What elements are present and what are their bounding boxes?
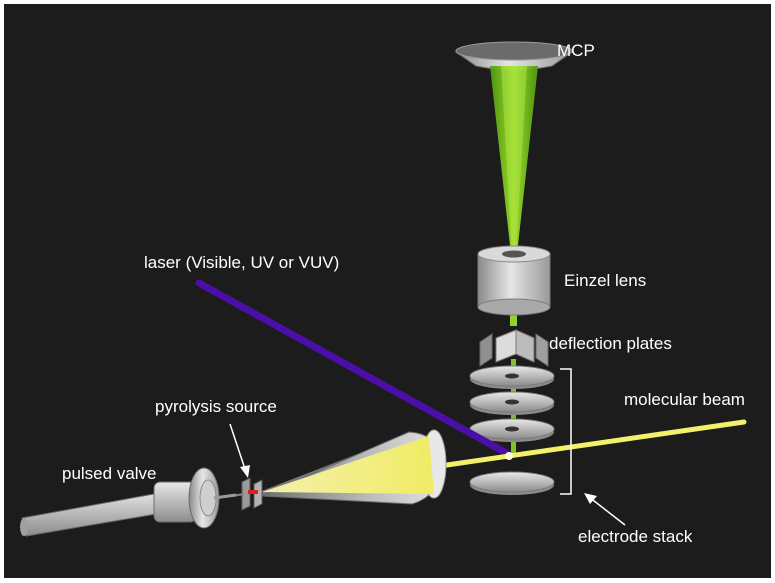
electrode-stack-bracket: [560, 368, 572, 495]
deflection-plates: [479, 329, 549, 367]
electrode-stack-pointer: [584, 493, 626, 526]
label-pyrolysis-source: pyrolysis source: [155, 397, 277, 416]
label-pulsed-valve: pulsed valve: [62, 464, 157, 483]
heater-element: [248, 490, 258, 494]
label-deflection-plates: deflection plates: [549, 334, 672, 353]
pyrolysis-source: [231, 477, 263, 511]
pulsed-valve: [20, 467, 237, 537]
electrode-plate-2: [469, 391, 555, 415]
molecular-beam: [437, 419, 747, 469]
electrode-plate-3: [469, 418, 555, 442]
electrode-plate-4: [469, 471, 555, 495]
electrode-stack: [469, 365, 555, 495]
experiment-schematic: MCP Einzel lens deflection plates laser …: [20, 41, 747, 546]
interaction-point: [505, 452, 513, 460]
einzel-lens: [477, 245, 551, 316]
diagram-canvas: MCP Einzel lens deflection plates laser …: [4, 4, 771, 578]
pyrolysis-pointer: [229, 423, 250, 478]
label-electrode-stack: electrode stack: [578, 527, 693, 546]
label-mcp: MCP: [557, 41, 595, 60]
mcp-detector: [454, 41, 574, 71]
molecular-jet: [262, 436, 434, 494]
label-molecular-beam: molecular beam: [624, 390, 745, 409]
label-laser: laser (Visible, UV or VUV): [144, 253, 339, 272]
electrode-plate-1: [469, 365, 555, 389]
label-einzel-lens: Einzel lens: [564, 271, 646, 290]
laser-beam: [195, 279, 512, 458]
